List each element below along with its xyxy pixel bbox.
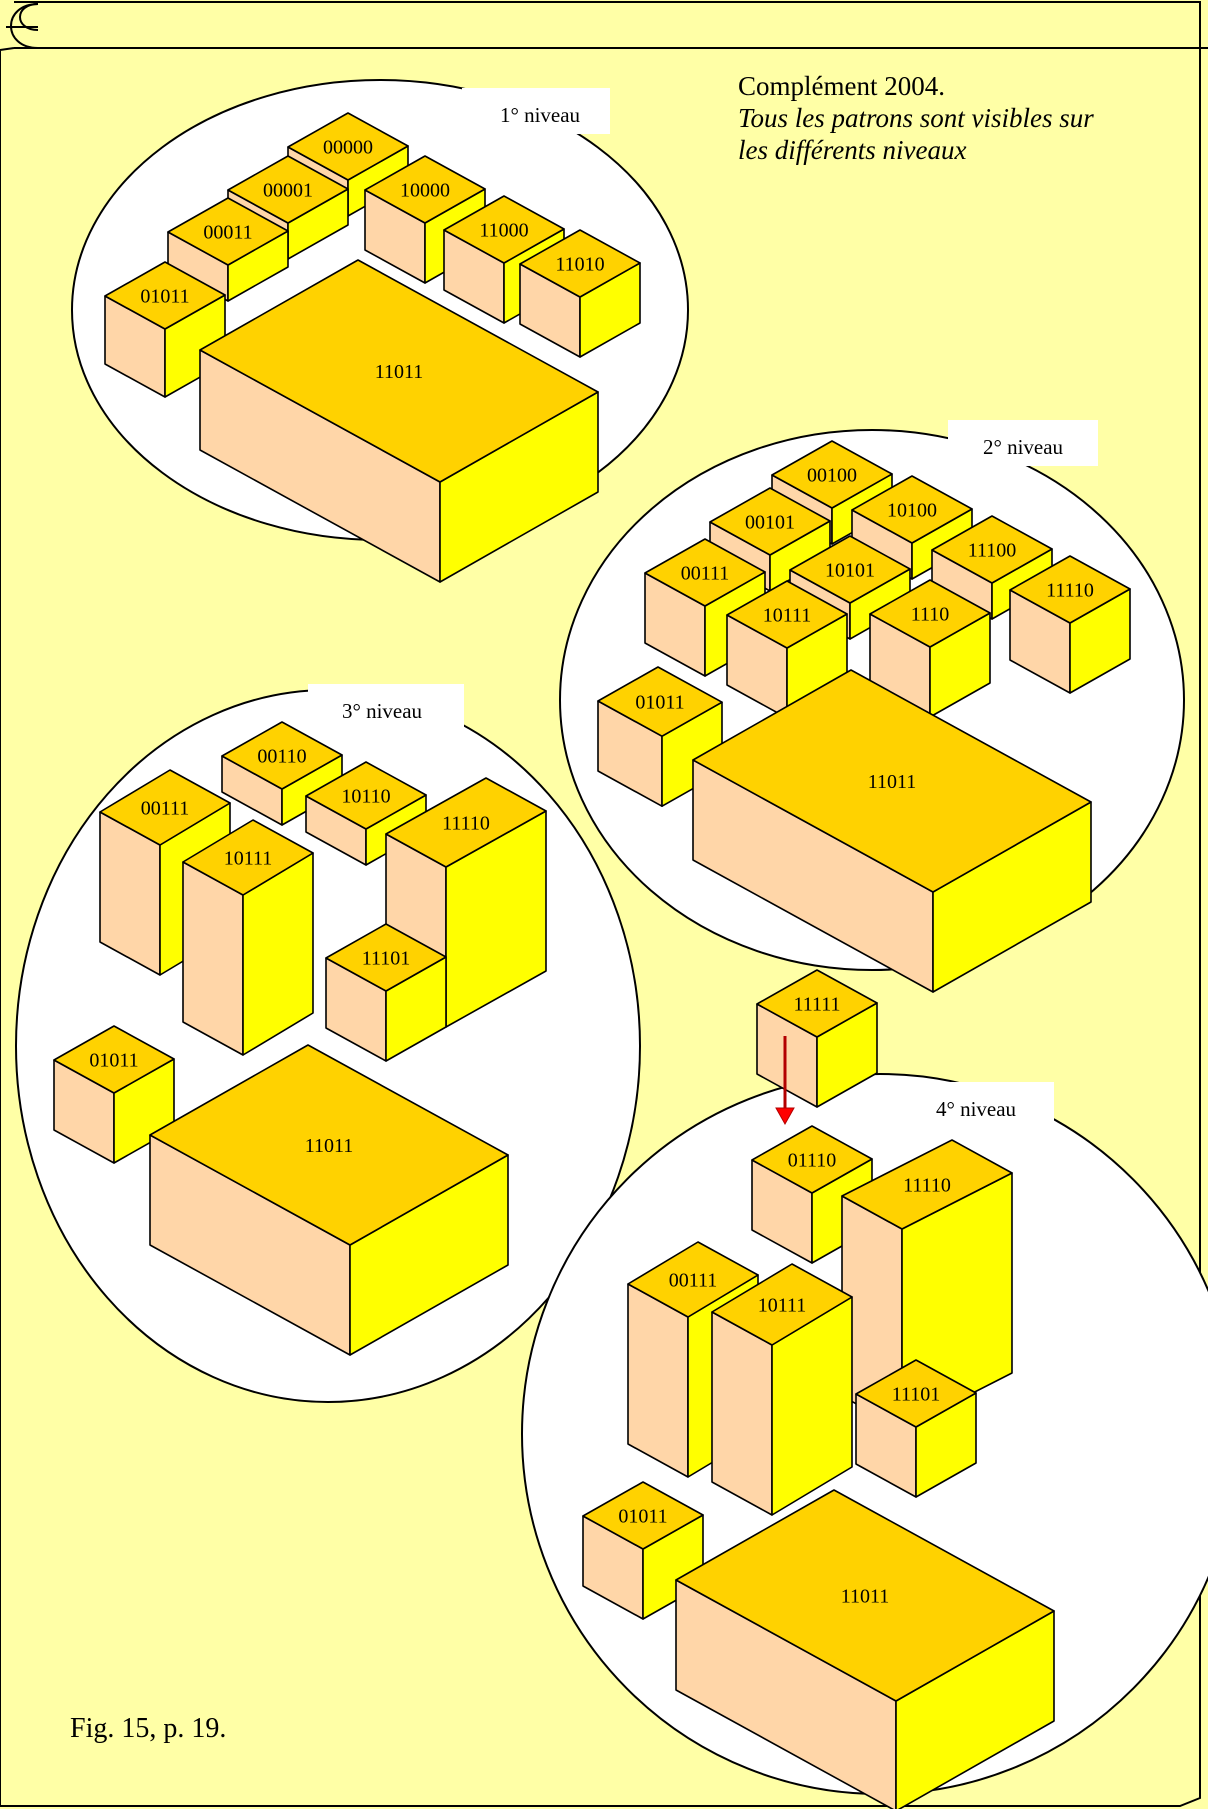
box-label: 00110 [257, 746, 306, 768]
box-10111: 10111 [712, 1264, 852, 1515]
note-line-2: Tous les patrons sont visibles sur [738, 102, 1178, 134]
level-3-label: 3° niveau [342, 699, 423, 723]
level-2-group: 00100 10100 00101 11100 00111 10101 11110 10111… [560, 420, 1184, 992]
box-label: 11000 [479, 220, 528, 242]
box-label: 10111 [224, 848, 273, 870]
box-label: 11011 [375, 361, 424, 383]
box-10111: 10111 [183, 820, 313, 1055]
box-label: 11110 [903, 1175, 951, 1197]
box-label: 11011 [868, 771, 917, 793]
note-line-3: les différents niveaux [738, 134, 1178, 166]
box-label: 00101 [745, 512, 795, 534]
box-label: 11101 [892, 1384, 941, 1406]
box-label: 01011 [635, 692, 684, 714]
box-label: 11100 [968, 540, 1017, 562]
box-label: 01011 [618, 1506, 667, 1528]
box-label: 00000 [323, 137, 373, 159]
box-label: 10101 [825, 560, 875, 582]
box-label: 10111 [758, 1295, 807, 1317]
box-label: 00100 [807, 465, 857, 487]
box-label: 11101 [362, 948, 411, 970]
box-label: 00111 [141, 798, 190, 820]
level-1-label: 1° niveau [500, 103, 581, 127]
box-label: 00111 [681, 563, 730, 585]
level-3-group: 00110 10110 00111 11110 10111 11101 01011 11011… [16, 684, 640, 1402]
box-label: 00111 [669, 1270, 718, 1292]
complement-note: Complément 2004. Tous les patrons sont v… [738, 70, 1178, 166]
level-4-label: 4° niveau [936, 1097, 1017, 1121]
figure-caption: Fig. 15, p. 19. [70, 1713, 226, 1745]
box-label: 11110 [442, 813, 490, 835]
box-label: 1110 [911, 604, 950, 626]
box-label: 00001 [263, 180, 313, 202]
box-label: 01011 [89, 1050, 138, 1072]
box-label: 10000 [400, 180, 450, 202]
box-label: 01110 [788, 1150, 837, 1172]
box-label: 10111 [763, 605, 812, 627]
box-label: 01011 [140, 286, 189, 308]
box-label: 11111 [793, 994, 840, 1016]
note-title: Complément 2004. [738, 70, 1178, 102]
box-label: 10100 [887, 500, 937, 522]
box-label: 11011 [841, 1586, 890, 1608]
box-label: 11011 [305, 1135, 354, 1157]
box-label: 11010 [555, 254, 604, 276]
box-label: 11110 [1046, 580, 1094, 602]
box-label: 10110 [341, 786, 390, 808]
level-1-group: 00000 00001 10000 00011 11000 11010 01011 11011… [72, 80, 688, 582]
box-label: 00011 [203, 222, 252, 244]
level-2-label: 2° niveau [983, 435, 1064, 459]
